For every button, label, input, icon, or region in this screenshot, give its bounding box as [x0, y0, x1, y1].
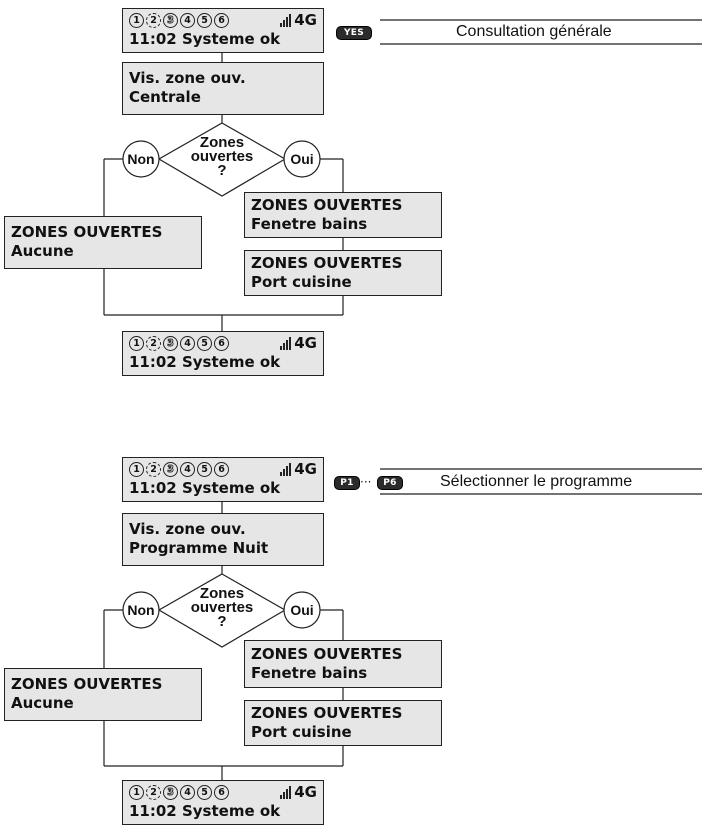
- decision-text: Zones ouvertes ?: [180, 585, 264, 630]
- zone-5-indicator: 5: [197, 336, 212, 351]
- no-zones-line2: Aucune: [11, 242, 74, 260]
- no-branch-label: Non: [127, 151, 155, 167]
- yes-key: YES: [336, 26, 372, 40]
- zone-view-line1: Vis. zone ouv.: [129, 69, 246, 87]
- no-zones-line1: ZONES OUVERTES: [11, 675, 163, 693]
- network-type: 4G: [294, 11, 317, 29]
- zone-5-indicator: 5: [197, 462, 212, 477]
- open-zone-2-line2: Port cuisine: [251, 723, 352, 741]
- zone-view-box: Vis. zone ouv. Programme Nuit: [122, 513, 324, 566]
- zone-view-line2: Centrale: [129, 88, 201, 106]
- zone-6-indicator: 6: [214, 462, 229, 477]
- status-text: 11:02 Systeme ok: [129, 802, 281, 820]
- no-zones-box: ZONES OUVERTES Aucune: [4, 216, 202, 269]
- zone-3-indicator: 3: [163, 336, 178, 351]
- no-zones-box: ZONES OUVERTES Aucune: [4, 668, 202, 721]
- open-zone-2-line1: ZONES OUVERTES: [251, 254, 403, 272]
- zone-1-indicator: 1: [129, 336, 144, 351]
- decision-line2: ouvertes: [190, 148, 254, 165]
- zone-2-indicator: 2: [146, 462, 161, 477]
- status-text: 11:02 Systeme ok: [129, 479, 281, 497]
- no-branch-label: Non: [127, 602, 155, 618]
- status-text: 11:02 Systeme ok: [129, 353, 281, 371]
- zone-3-indicator: 3: [163, 13, 178, 28]
- zone-2-indicator: 2: [146, 13, 161, 28]
- zone-3-indicator: 3: [163, 785, 178, 800]
- status-display-top: 1 2 3 4 5 6 4G 11:02 Systeme ok: [122, 8, 324, 53]
- decision-line2: ouvertes: [190, 599, 254, 616]
- zone-5-indicator: 5: [197, 13, 212, 28]
- zone-6-indicator: 6: [214, 336, 229, 351]
- open-zone-1-line1: ZONES OUVERTES: [251, 645, 403, 663]
- signal-strength-icon: [280, 14, 292, 27]
- network-type: 4G: [294, 460, 317, 478]
- zone-indicators: 1 2 3 4 5 6: [129, 336, 229, 351]
- network-type: 4G: [294, 783, 317, 801]
- zone-6-indicator: 6: [214, 785, 229, 800]
- status-text: 11:02 Systeme ok: [129, 30, 281, 48]
- zone-1-indicator: 1: [129, 13, 144, 28]
- open-zone-1-line2: Fenetre bains: [251, 664, 368, 682]
- decision-line3: ?: [217, 162, 227, 179]
- zone-indicators: 1 2 3 4 5 6: [129, 785, 229, 800]
- zone-5-indicator: 5: [197, 785, 212, 800]
- decision-line1: Zones: [199, 134, 245, 151]
- zone-4-indicator: 4: [180, 13, 195, 28]
- signal-strength-icon: [280, 786, 292, 799]
- status-display-bottom: 1 2 3 4 5 6 4G 11:02 Systeme ok: [122, 780, 324, 825]
- open-zone-2-line1: ZONES OUVERTES: [251, 704, 403, 722]
- open-zone-box-2: ZONES OUVERTES Port cuisine: [244, 700, 442, 746]
- zone-2-indicator: 2: [146, 336, 161, 351]
- no-zones-line1: ZONES OUVERTES: [11, 223, 163, 241]
- zone-3-indicator: 3: [163, 462, 178, 477]
- p6-key: P6: [377, 476, 403, 490]
- open-zone-box-1: ZONES OUVERTES Fenetre bains: [244, 640, 442, 688]
- status-display-bottom: 1 2 3 4 5 6 4G 11:02 Systeme ok: [122, 331, 324, 376]
- key-range-ellipsis: ···: [360, 475, 372, 489]
- zone-4-indicator: 4: [180, 785, 195, 800]
- decision-line1: Zones: [199, 585, 245, 602]
- no-zones-line2: Aucune: [11, 694, 74, 712]
- yes-branch-label: Oui: [290, 151, 314, 167]
- zone-view-line1: Vis. zone ouv.: [129, 520, 246, 538]
- decision-text: Zones ouvertes ?: [180, 134, 264, 179]
- zone-1-indicator: 1: [129, 785, 144, 800]
- open-zone-box-2: ZONES OUVERTES Port cuisine: [244, 250, 442, 296]
- open-zone-2-line2: Port cuisine: [251, 273, 352, 291]
- zone-1-indicator: 1: [129, 462, 144, 477]
- yes-branch-label: Oui: [290, 602, 314, 618]
- step-caption: Sélectionner le programme: [440, 473, 633, 490]
- open-zone-box-1: ZONES OUVERTES Fenetre bains: [244, 192, 442, 238]
- zone-4-indicator: 4: [180, 462, 195, 477]
- zone-2-indicator: 2: [146, 785, 161, 800]
- zone-4-indicator: 4: [180, 336, 195, 351]
- zone-view-line2: Programme Nuit: [129, 539, 269, 557]
- zone-view-box: Vis. zone ouv. Centrale: [122, 62, 324, 115]
- signal-strength-icon: [280, 337, 292, 350]
- signal-strength-icon: [280, 463, 292, 476]
- network-type: 4G: [294, 334, 317, 352]
- p1-key: P1: [334, 476, 360, 490]
- status-display-top: 1 2 3 4 5 6 4G 11:02 Systeme ok: [122, 457, 324, 502]
- step-caption: Consultation générale: [456, 23, 612, 40]
- decision-line3: ?: [217, 613, 227, 630]
- zone-6-indicator: 6: [214, 13, 229, 28]
- open-zone-1-line1: ZONES OUVERTES: [251, 196, 403, 214]
- open-zone-1-line2: Fenetre bains: [251, 215, 368, 233]
- zone-indicators: 1 2 3 4 5 6: [129, 462, 229, 477]
- zone-indicators: 1 2 3 4 5 6: [129, 13, 229, 28]
